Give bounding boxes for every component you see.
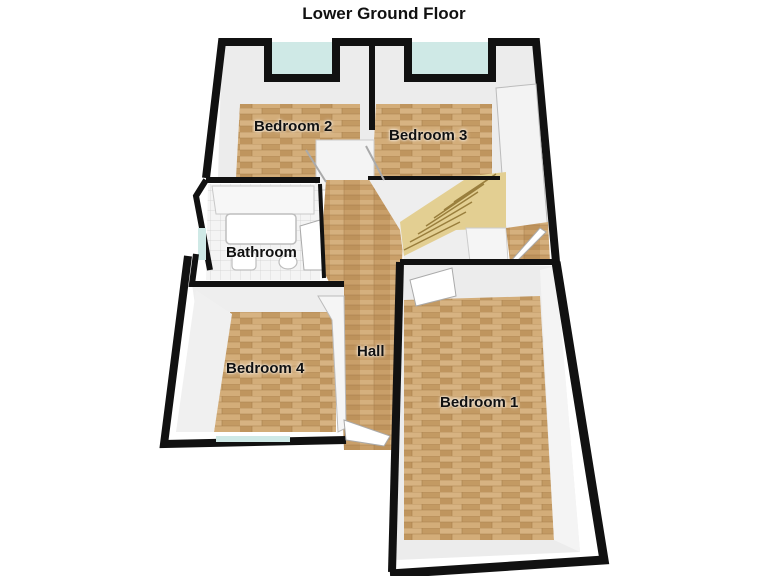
bedroom-1-left-wall [388,261,404,573]
room-label-bedroom-1: Bedroom 1 [440,394,519,411]
bedroom-3-window [408,42,492,78]
bedroom-1-side-wall [540,266,580,552]
bedroom-1-floor [404,296,554,540]
bedroom-3-outer-wall [372,38,560,263]
stair-treads [403,173,497,251]
stair-wall-block [465,227,509,263]
bedroom-1-outer-wall [389,261,610,576]
plan-title: Lower Ground Floor [302,4,466,23]
toilet [278,254,298,270]
bath-tub [225,213,297,245]
bedroom-4-side-wall [176,290,232,432]
bedroom-4-window [216,436,290,442]
bedroom-4-back-wall [192,284,344,312]
partitions [305,145,500,279]
bedroom-2-door [305,149,327,183]
room-label-bedroom-4: Bedroom 4 [226,360,305,377]
room-label-bathroom: Bathroom [226,244,297,261]
bedroom-1-door [409,267,457,307]
bedroom-4 [159,253,391,449]
bedroom-1 [388,259,610,576]
bedroom-2-outer-wall [202,38,372,179]
room-label-hall: Hall [357,343,385,360]
bedroom-2-window [270,42,334,78]
bathroom [192,177,325,280]
bedroom-3-door [365,145,385,181]
room-label-bedroom-2: Bedroom 2 [254,118,333,135]
bedroom-4-top-wall [188,253,344,287]
bedroom-4-floor [214,312,336,432]
bedroom-3-floor [372,104,492,178]
bathroom-window [198,228,206,260]
wash-basin [231,251,257,271]
room-label-bedroom-3: Bedroom 3 [389,127,468,144]
bathroom-wall-tiles [211,185,315,215]
hall-door-swing [343,419,391,447]
bathroom-hall-wall [318,183,326,279]
bedroom-4-door [317,295,347,433]
